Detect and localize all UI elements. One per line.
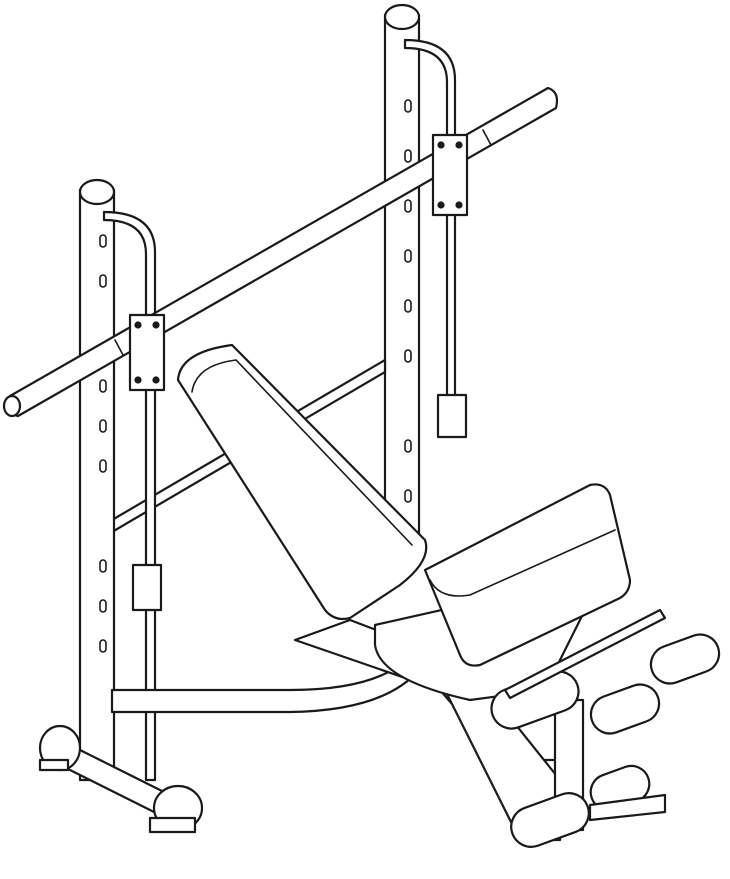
right-bar-catch bbox=[431, 133, 469, 439]
backrest-pad bbox=[176, 343, 428, 621]
seat-pad bbox=[373, 483, 632, 702]
left-guide-rod bbox=[102, 210, 157, 782]
base-frame bbox=[38, 613, 442, 834]
leg-rollers bbox=[490, 608, 721, 848]
left-upright bbox=[78, 178, 116, 782]
left-bar-catch bbox=[128, 313, 166, 612]
right-upright bbox=[383, 3, 421, 542]
